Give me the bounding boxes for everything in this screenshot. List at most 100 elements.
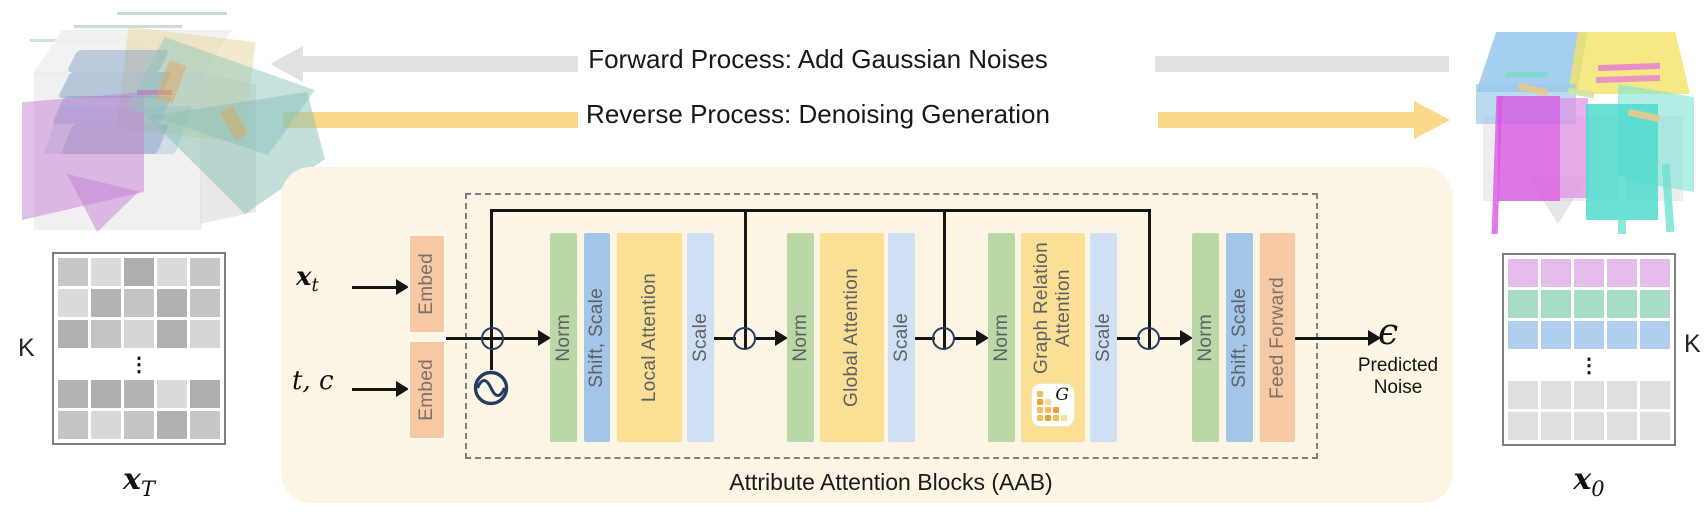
norm-block-2: Norm: [787, 233, 814, 442]
forward-arrow-head-icon: [270, 46, 303, 82]
matrix-cell: [124, 320, 154, 348]
graph-relation-attention-label: Graph Relation Attention: [1031, 242, 1074, 375]
norm-label: Norm: [789, 313, 811, 362]
local-attention-block: Local Attention: [617, 233, 682, 442]
matrix-cell: [58, 411, 88, 439]
scale1-out-line: [714, 337, 736, 340]
shift-scale-block-1: Shift, Scale: [584, 233, 610, 442]
matrix-cell: [91, 320, 121, 348]
matrix-ellipsis: ⋮: [1579, 354, 1599, 377]
add-icon: [932, 327, 955, 350]
reverse-arrow-head-icon: [1414, 101, 1450, 139]
norm-label: Norm: [990, 313, 1012, 362]
x-t-arrow-head-icon: [396, 279, 409, 295]
matrix-cell: [1508, 259, 1538, 287]
global-attention-label: Global Attention: [841, 268, 863, 407]
add1-out-line: [503, 337, 539, 340]
t-c-input-label: t, c: [292, 366, 334, 396]
matrix-cell: [1574, 259, 1604, 287]
matrix-cell: [157, 258, 187, 286]
x-T-base: x: [123, 462, 141, 497]
matrix-cell: [91, 411, 121, 439]
noisy-matrix-caption: xT: [84, 462, 194, 501]
embed-block-label: Embed: [416, 253, 438, 315]
matrix-cell: [1574, 412, 1604, 440]
add4-out-line: [1159, 337, 1182, 340]
reverse-arrow-bar-left: [283, 112, 578, 128]
matrix-cell: [1541, 321, 1571, 349]
matrix-cell: [1574, 321, 1604, 349]
matrix-cell: [124, 380, 154, 408]
reverse-process-label: Reverse Process: Denoising Generation: [586, 99, 1050, 129]
matrix-cell: [157, 411, 187, 439]
matrix-cell: [1541, 290, 1571, 318]
matrix-cell: [58, 258, 88, 286]
matrix-cell: [157, 320, 187, 348]
noisy-scene-image: [12, 2, 325, 232]
x-t-arrow-line: [352, 286, 397, 289]
generated-scene-image: [1468, 26, 1700, 235]
matrix-cell: [1607, 412, 1637, 440]
x-0-base: x: [1573, 462, 1592, 497]
shift-scale-label: Shift, Scale: [586, 287, 608, 388]
matrix-cell: [1574, 381, 1604, 409]
norm-block-3: Norm: [988, 233, 1015, 442]
matrix-cell: [1640, 412, 1670, 440]
matrix-cell: [157, 289, 187, 317]
scale-block-1: Scale: [687, 233, 714, 442]
scale-label: Scale: [1092, 312, 1114, 363]
embed-block-tc: Embed: [408, 340, 446, 440]
matrix-cell: [1508, 381, 1538, 409]
matrix-ellipsis: ⋮: [129, 353, 149, 376]
matrix-cell: [91, 289, 121, 317]
norm-label: Norm: [1194, 313, 1216, 362]
matrix-cell: [1607, 321, 1637, 349]
norm-block-4: Norm: [1192, 233, 1219, 442]
shift-scale-block-2: Shift, Scale: [1226, 233, 1253, 442]
scale2-out-line: [915, 337, 935, 340]
scale-label: Scale: [890, 312, 912, 363]
t-c-arrow-line: [352, 388, 397, 391]
x-t-base: x: [296, 262, 312, 292]
global-attention-block: Global Attention: [820, 233, 884, 442]
matrix-cell: [1541, 259, 1571, 287]
scale-block-2: Scale: [888, 233, 915, 442]
epsilon-output-label: ϵ: [1378, 312, 1399, 353]
x-t-subscript: t: [311, 275, 319, 296]
skip-drop-1: [490, 209, 493, 370]
scale-block-3: Scale: [1090, 233, 1117, 442]
matrix-cell: [1541, 381, 1571, 409]
feed-forward-label: Feed Forward: [1266, 276, 1288, 399]
matrix-cell: [190, 411, 220, 439]
clean-matrix-k-label: K: [1684, 330, 1701, 358]
matrix-cell: [1640, 290, 1670, 318]
matrix-cell: [91, 258, 121, 286]
matrix-cell: [1640, 381, 1670, 409]
noisy-latent-matrix: ⋮: [52, 252, 226, 445]
matrix-cell: [1607, 259, 1637, 287]
forward-arrow-bar-right: [1155, 56, 1449, 72]
noisy-matrix-k-label: K: [18, 334, 35, 362]
skip-bus-line: [490, 209, 1151, 212]
scale3-out-line: [1117, 337, 1140, 340]
add3-arrow-head-icon: [976, 330, 989, 346]
matrix-cell: [1607, 381, 1637, 409]
matrix-cell: [1640, 321, 1670, 349]
matrix-cell: [1640, 259, 1670, 287]
matrix-cell: [1607, 290, 1637, 318]
add4-arrow-head-icon: [1180, 330, 1193, 346]
matrix-cell: [58, 380, 88, 408]
x-0-subscript: 0: [1591, 477, 1605, 501]
add-icon: [481, 327, 504, 350]
matrix-cell: [58, 320, 88, 348]
embed-block-x: Embed: [408, 234, 446, 334]
matrix-cell: [124, 411, 154, 439]
predicted-noise-caption: Predicted Noise: [1357, 355, 1439, 399]
matrix-cell: [124, 258, 154, 286]
graph-icon-adjacency-pattern: [1037, 391, 1067, 421]
graph-icon-g-label: G: [1055, 385, 1069, 405]
matrix-cell: [1574, 290, 1604, 318]
add-icon: [733, 327, 756, 350]
matrix-cell: [1508, 321, 1538, 349]
